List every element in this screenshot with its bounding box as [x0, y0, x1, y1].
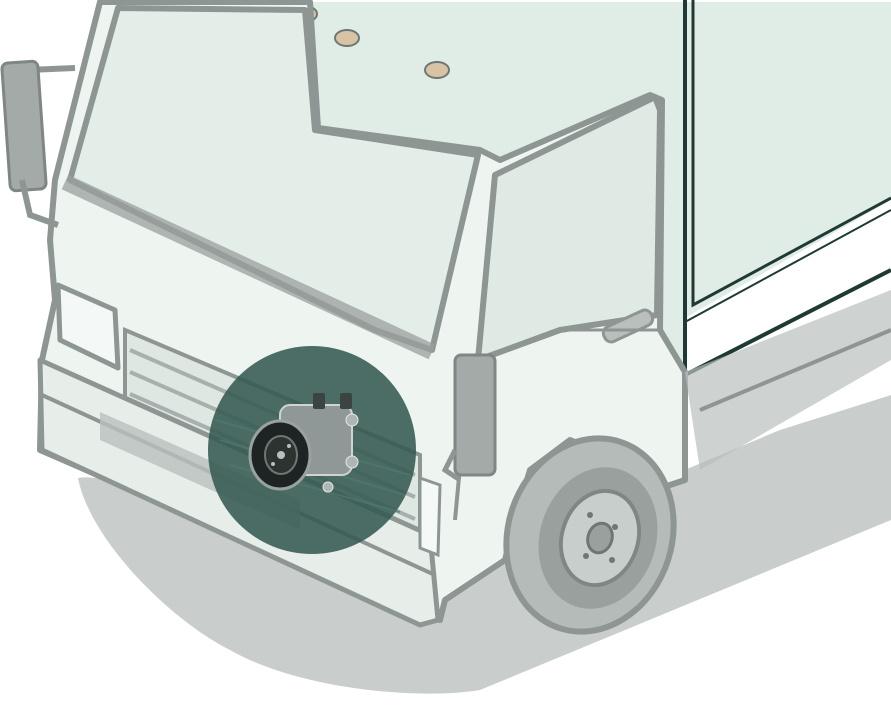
corner-light — [420, 478, 440, 555]
